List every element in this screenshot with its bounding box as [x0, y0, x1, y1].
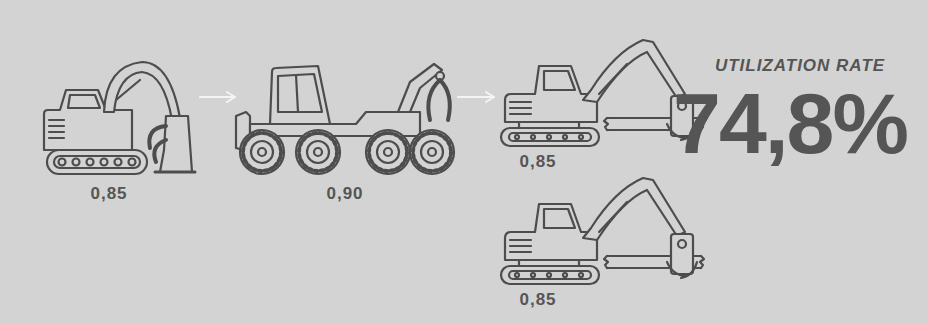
rate-value: 74,8% — [673, 80, 907, 166]
flow-arrow — [200, 96, 235, 98]
utilization-value: 0,90 — [326, 184, 363, 204]
machine-node: 0,85 — [496, 174, 708, 314]
utilization-value: 0,85 — [519, 290, 556, 310]
machine-node: 0,85 — [40, 60, 198, 210]
flow-arrow — [458, 96, 494, 98]
processor — [501, 178, 704, 284]
utilization-value: 0,85 — [519, 152, 556, 172]
machine-node: 0,90 — [237, 60, 456, 210]
rate-heading: UTILIZATION RATE — [715, 56, 885, 76]
skidder — [236, 64, 454, 174]
utilization-value: 0,85 — [90, 184, 127, 204]
feller-buncher — [44, 62, 195, 174]
